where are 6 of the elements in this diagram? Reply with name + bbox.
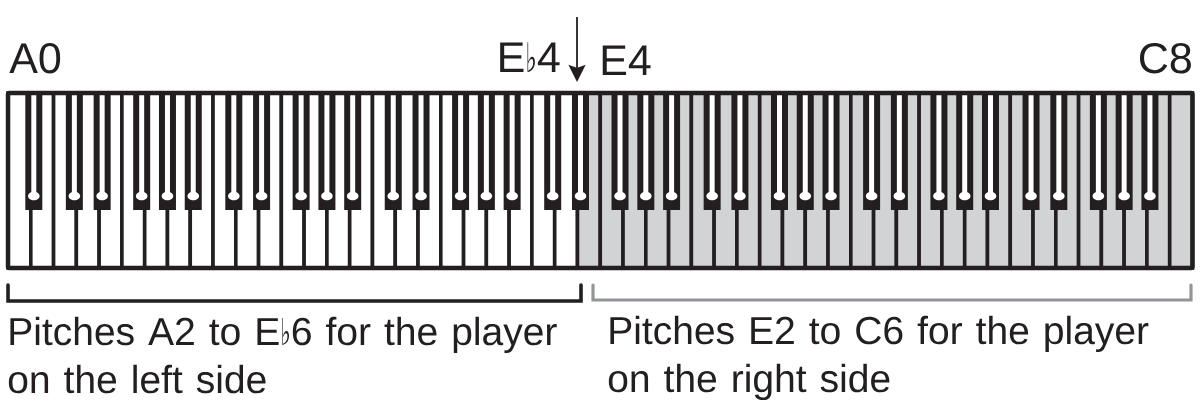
note-label: A0 (9, 42, 61, 74)
range-label: Pitches A2 to E♭6 for the player on the left side (8, 316, 557, 394)
note-label: E4 (602, 45, 651, 75)
range-label: Pitches E2 to C6 for the player on the right side (608, 315, 1149, 401)
note-label: C8 (1140, 42, 1191, 74)
note-label: E♭4 (500, 42, 560, 73)
